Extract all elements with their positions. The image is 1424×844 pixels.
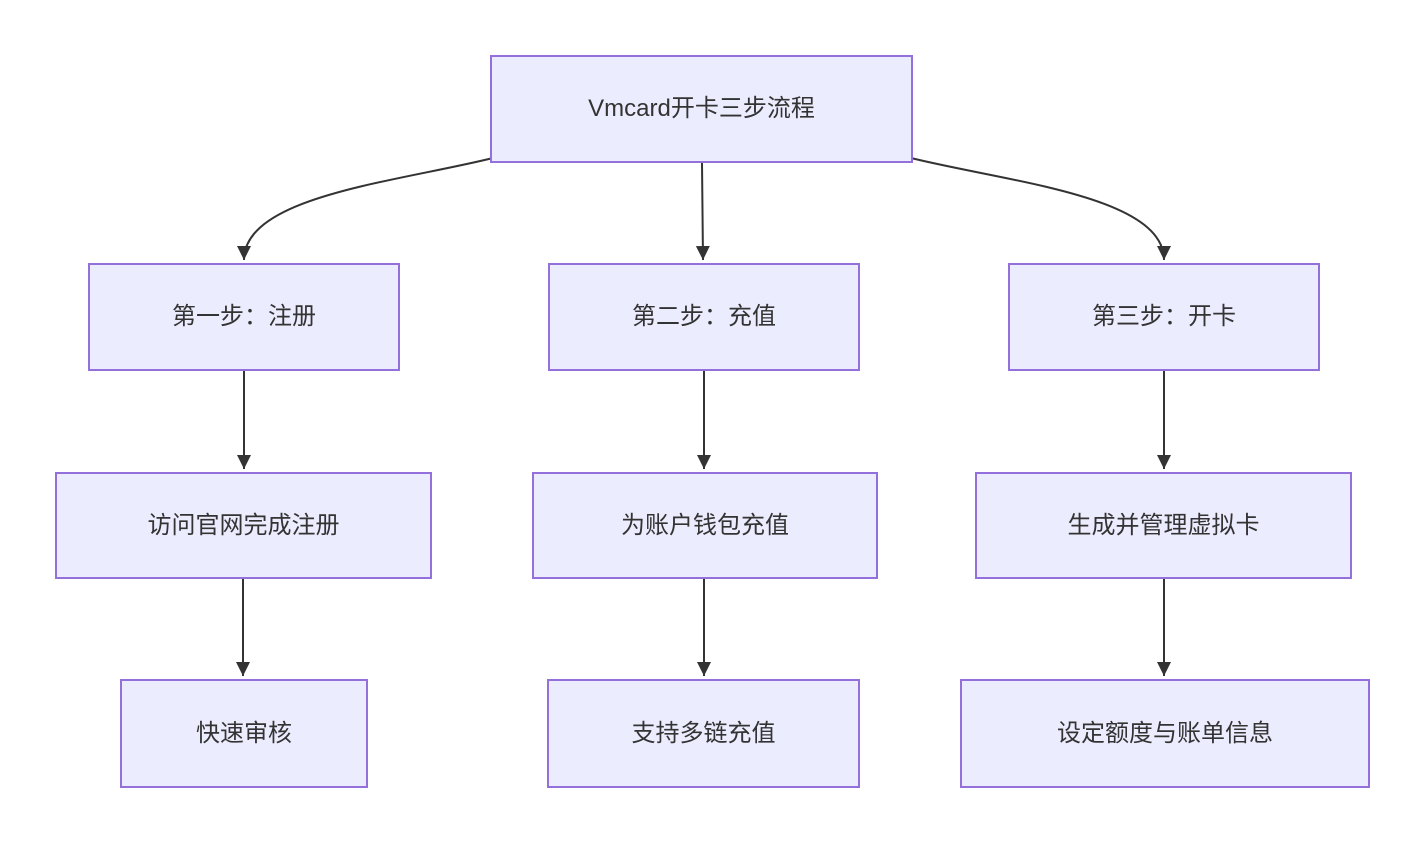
edge-root-step1 [237,157,494,261]
edge-root-step2 [695,162,710,261]
node-step3-detail: 生成并管理虚拟卡 [975,472,1352,579]
node-step2: 第二步：充值 [548,263,860,371]
node-step1-outcome: 快速审核 [120,679,368,788]
node-root-title: Vmcard开卡三步流程 [490,55,913,163]
edge-root-step3 [910,157,1171,261]
node-step2-detail: 为账户钱包充值 [532,472,878,579]
node-step1-detail: 访问官网完成注册 [55,472,432,579]
node-step2-outcome: 支持多链充值 [547,679,860,788]
node-step3: 第三步：开卡 [1008,263,1320,371]
node-step1: 第一步：注册 [88,263,400,371]
node-step3-outcome: 设定额度与账单信息 [960,679,1370,788]
